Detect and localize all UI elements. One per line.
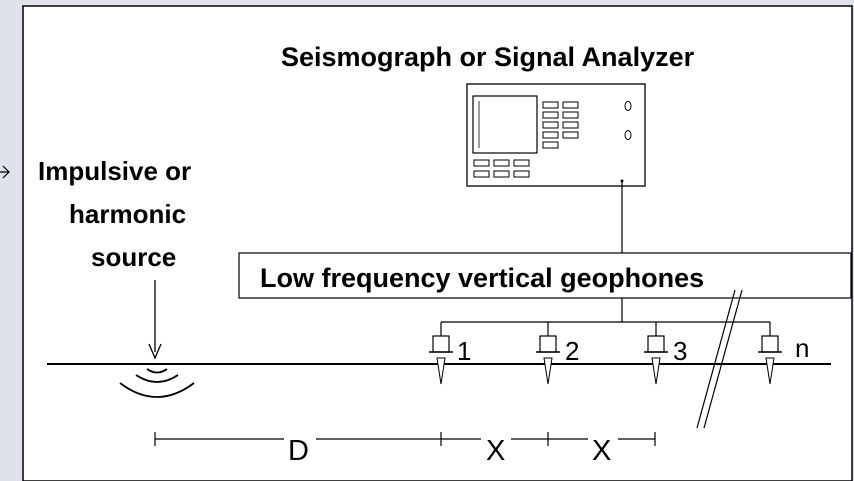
spacing-label-x-2: X [592, 435, 611, 467]
geophone-3 [644, 335, 668, 385]
source-label-line-1: Impulsive or [38, 156, 191, 186]
source-label-line-3: source [91, 242, 176, 272]
distance-label-d: D [288, 435, 309, 467]
spacing-label-x-1: X [486, 435, 505, 467]
diagram-title: Seismograph or Signal Analyzer [281, 42, 695, 72]
geophone-label-box [238, 252, 852, 299]
geophone-number-2: 2 [565, 336, 579, 366]
source-label-line-2: harmonic [69, 199, 186, 229]
geophone-2 [536, 335, 560, 385]
device-buttons [473, 101, 579, 178]
device-screen [472, 95, 538, 154]
dimension-line [154, 432, 656, 446]
device-knob [624, 101, 632, 111]
geophone-1 [429, 335, 453, 385]
device-knob [624, 130, 632, 140]
geophone-number-1: 1 [457, 336, 471, 366]
wave-arcs-icon [119, 368, 195, 398]
left-arrow-icon [0, 165, 10, 179]
geophone-number-n: n [795, 333, 809, 363]
geophone-number-3: 3 [673, 336, 687, 366]
geophone-label: Low frequency vertical geophones [260, 263, 704, 293]
source-arrow-icon [148, 280, 162, 360]
break-marks [696, 289, 743, 429]
seismograph-device [466, 83, 646, 187]
geophone-n [758, 335, 782, 385]
diagram-panel [22, 5, 853, 481]
